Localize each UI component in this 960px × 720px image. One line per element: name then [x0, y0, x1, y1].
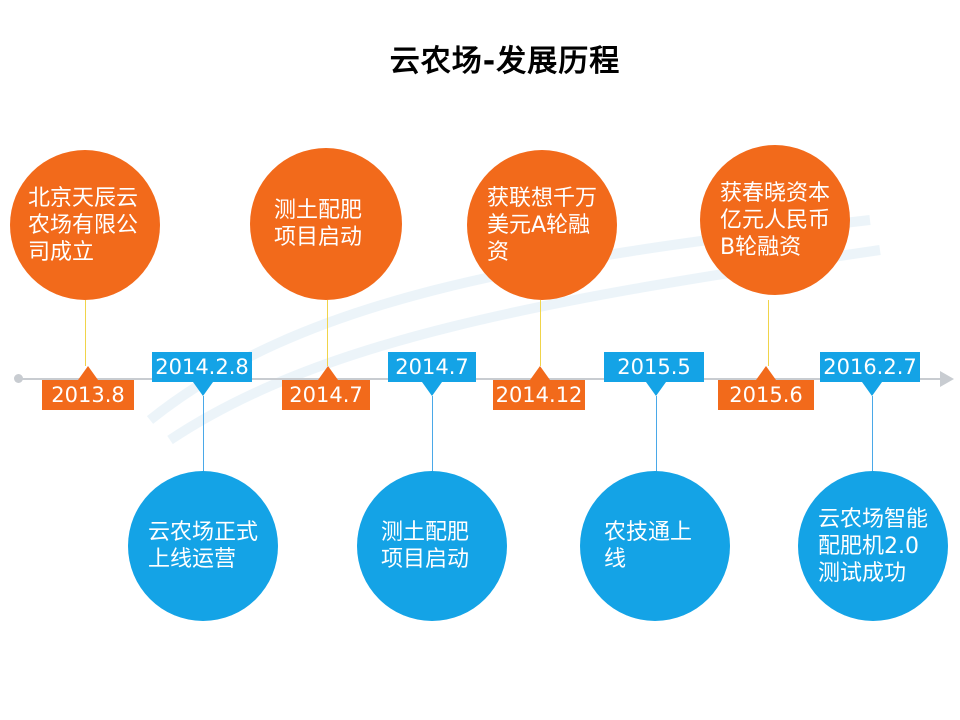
milestone-text: 获春晓资本亿元人民币B轮融资	[720, 180, 831, 260]
timeline-start-dot	[14, 374, 23, 383]
milestone-circle: 获春晓资本亿元人民币B轮融资	[700, 145, 850, 295]
date-tag: 2013.8	[42, 380, 134, 410]
connector-line	[85, 300, 86, 366]
milestone-circle: 测土配肥项目启动	[357, 471, 507, 621]
connector-line	[327, 300, 328, 366]
milestone-text: 测土配肥项目启动	[274, 198, 363, 250]
connector-line	[432, 396, 433, 472]
milestone-circle: 云农场智能配肥机2.0测试成功	[798, 471, 948, 621]
connector-line	[768, 300, 769, 366]
date-tag: 2015.5	[604, 352, 704, 382]
connector-line	[872, 396, 873, 472]
milestone-text: 农技通上线	[604, 520, 693, 572]
connector-line	[203, 396, 204, 472]
milestone-text: 云农场正式上线运营	[148, 520, 259, 572]
date-tag: 2015.6	[718, 380, 814, 410]
date-tag: 2014.7	[282, 380, 370, 410]
connector-line	[540, 300, 541, 366]
date-tag: 2014.12	[493, 380, 585, 410]
milestone-circle: 获联想千万美元A轮融资	[467, 150, 617, 300]
milestone-text: 获联想千万美元A轮融资	[487, 185, 598, 265]
tag-pointer	[193, 382, 213, 396]
tag-pointer	[318, 366, 338, 380]
tag-pointer	[862, 382, 882, 396]
milestone-text: 云农场智能配肥机2.0测试成功	[818, 506, 929, 586]
connector-line	[656, 396, 657, 472]
milestone-circle: 北京天辰云农场有限公司成立	[10, 150, 160, 300]
tag-pointer	[646, 382, 666, 396]
tag-pointer	[78, 366, 98, 380]
tag-pointer	[422, 382, 442, 396]
timeline-arrow-icon	[940, 371, 954, 387]
page-title: 云农场-发展历程	[389, 44, 621, 79]
milestone-circle: 测土配肥项目启动	[250, 148, 402, 300]
milestone-text: 测土配肥项目启动	[381, 520, 470, 572]
milestone-circle: 云农场正式上线运营	[128, 471, 278, 621]
milestone-circle: 农技通上线	[580, 471, 730, 621]
date-tag: 2016.2.7	[820, 352, 920, 382]
tag-pointer	[530, 366, 550, 380]
timeline-axis	[18, 378, 950, 380]
date-tag: 2014.2.8	[152, 352, 252, 382]
milestone-text: 北京天辰云农场有限公司成立	[28, 185, 139, 265]
date-tag: 2014.7	[388, 352, 476, 382]
tag-pointer	[756, 366, 776, 380]
